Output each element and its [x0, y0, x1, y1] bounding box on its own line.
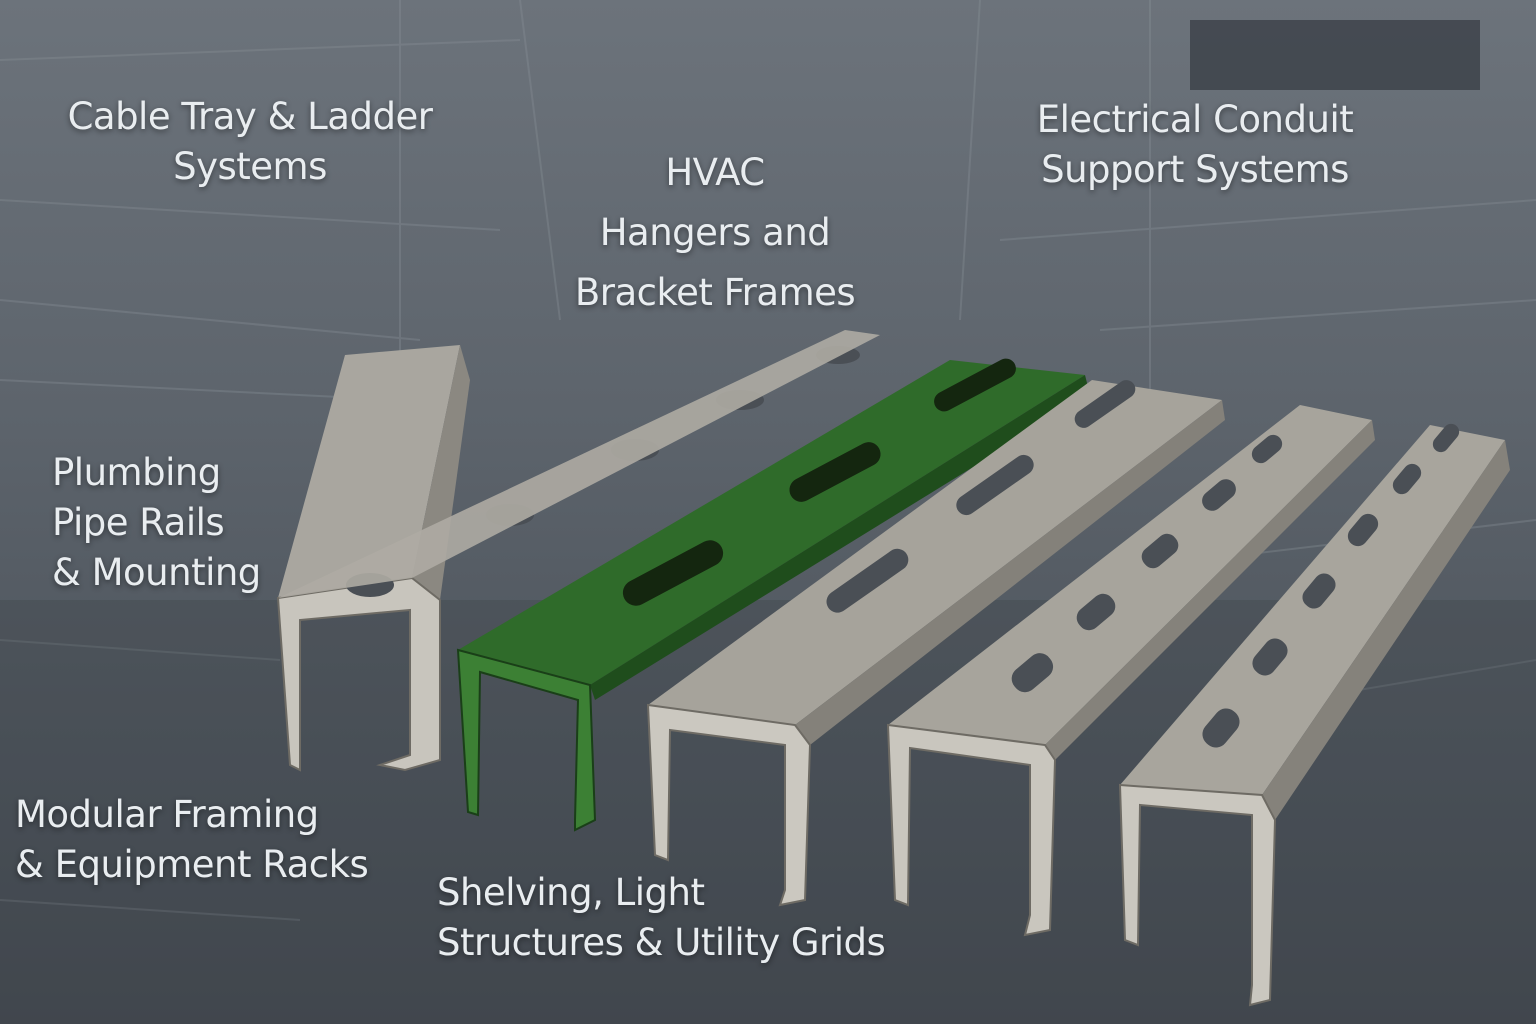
label-line: HVAC [665, 151, 765, 194]
label-cable-tray: Cable Tray & Ladder Systems [30, 92, 470, 192]
strut-channel-steel-5 [1118, 423, 1510, 1007]
label-hvac: HVAC Hangers and Bracket Frames [500, 143, 930, 323]
label-line: Electrical Conduit [1036, 98, 1354, 141]
strut-channel-steel-3 [646, 380, 1225, 907]
label-line: & Equipment Racks [15, 843, 369, 886]
label-line: Structures & Utility Grids [437, 921, 886, 964]
label-line: Cable Tray & Ladder [67, 95, 433, 138]
label-line: Bracket Frames [574, 271, 856, 314]
label-line: Shelving, Light [437, 871, 705, 914]
label-line: & Mounting [52, 551, 261, 594]
label-line: Support Systems [1041, 148, 1349, 191]
label-shelving: Shelving, Light Structures & Utility Gri… [437, 868, 886, 968]
label-line: Modular Framing [15, 793, 319, 836]
label-modular: Modular Framing & Equipment Racks [15, 790, 369, 890]
label-plumbing: Plumbing Pipe Rails & Mounting [52, 448, 261, 598]
label-electrical: Electrical Conduit Support Systems [990, 95, 1400, 195]
label-line: Plumbing [52, 451, 221, 494]
label-line: Hangers and [599, 211, 831, 254]
strut-channel-steel-1 [276, 330, 880, 772]
label-line: Pipe Rails [52, 501, 225, 544]
label-line: Systems [173, 145, 327, 188]
strut-channel-steel-4 [886, 405, 1375, 937]
strut-channel-green [456, 358, 1090, 832]
